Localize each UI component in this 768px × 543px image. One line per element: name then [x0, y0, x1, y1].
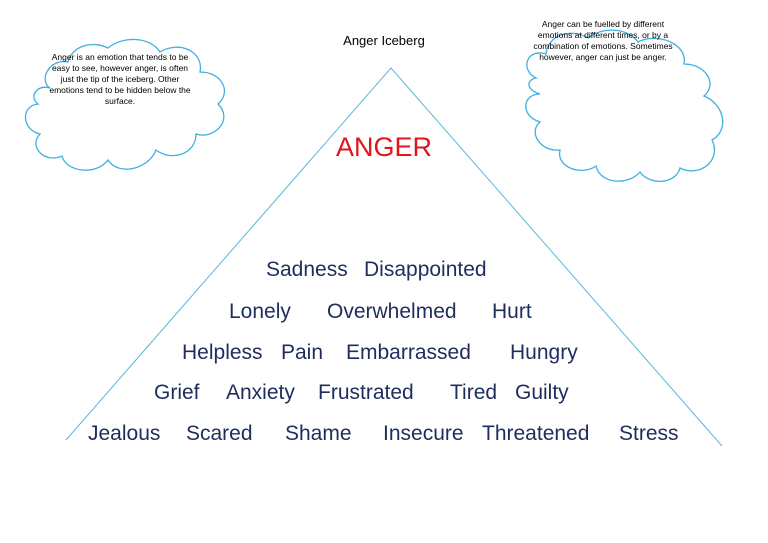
emotion-row-5: Jealous Scared Shame Insecure Threatened… [0, 422, 768, 448]
emotion-word: Tired [450, 381, 498, 404]
emotion-word: Grief [154, 381, 200, 404]
cloud-text-left: Anger is an emotion that tends to be eas… [49, 52, 191, 106]
emotion-word: Guilty [515, 381, 569, 404]
emotion-word: Hurt [492, 300, 532, 323]
cloud-shape-left [24, 38, 225, 171]
emotion-word: Embarrassed [346, 341, 471, 364]
emotion-row-2: Lonely Overwhelmed Hurt [0, 300, 768, 326]
emotion-word: Shame [285, 422, 352, 445]
emotion-word: Anxiety [226, 381, 295, 404]
emotion-word: Disappointed [364, 258, 487, 281]
emotion-word: Threatened [482, 422, 590, 445]
emotion-word: Stress [619, 422, 679, 445]
diagram-title: Anger Iceberg [343, 33, 425, 48]
emotion-word: Frustrated [318, 381, 414, 404]
emotion-word: Lonely [229, 300, 291, 323]
anger-label: ANGER [335, 132, 433, 162]
emotion-word: Sadness [266, 258, 348, 281]
cloud-shape-right [525, 29, 724, 182]
cloud-text-right: Anger can be fuelled by different emotio… [533, 19, 673, 62]
emotion-row-1: Sadness Disappointed [0, 258, 768, 284]
emotion-row-3: Helpless Pain Embarrassed Hungry [0, 341, 768, 367]
emotion-word: Pain [281, 341, 324, 364]
emotion-word: Scared [186, 422, 253, 445]
emotion-word: Insecure [383, 422, 464, 445]
emotion-word: Overwhelmed [327, 300, 457, 323]
emotion-word: Helpless [182, 341, 263, 364]
iceberg-outline [65, 67, 723, 447]
emotion-word: Hungry [510, 341, 578, 364]
emotion-row-4: Grief Anxiety Frustrated Tired Guilty [0, 381, 768, 407]
emotion-word: Jealous [88, 422, 161, 445]
